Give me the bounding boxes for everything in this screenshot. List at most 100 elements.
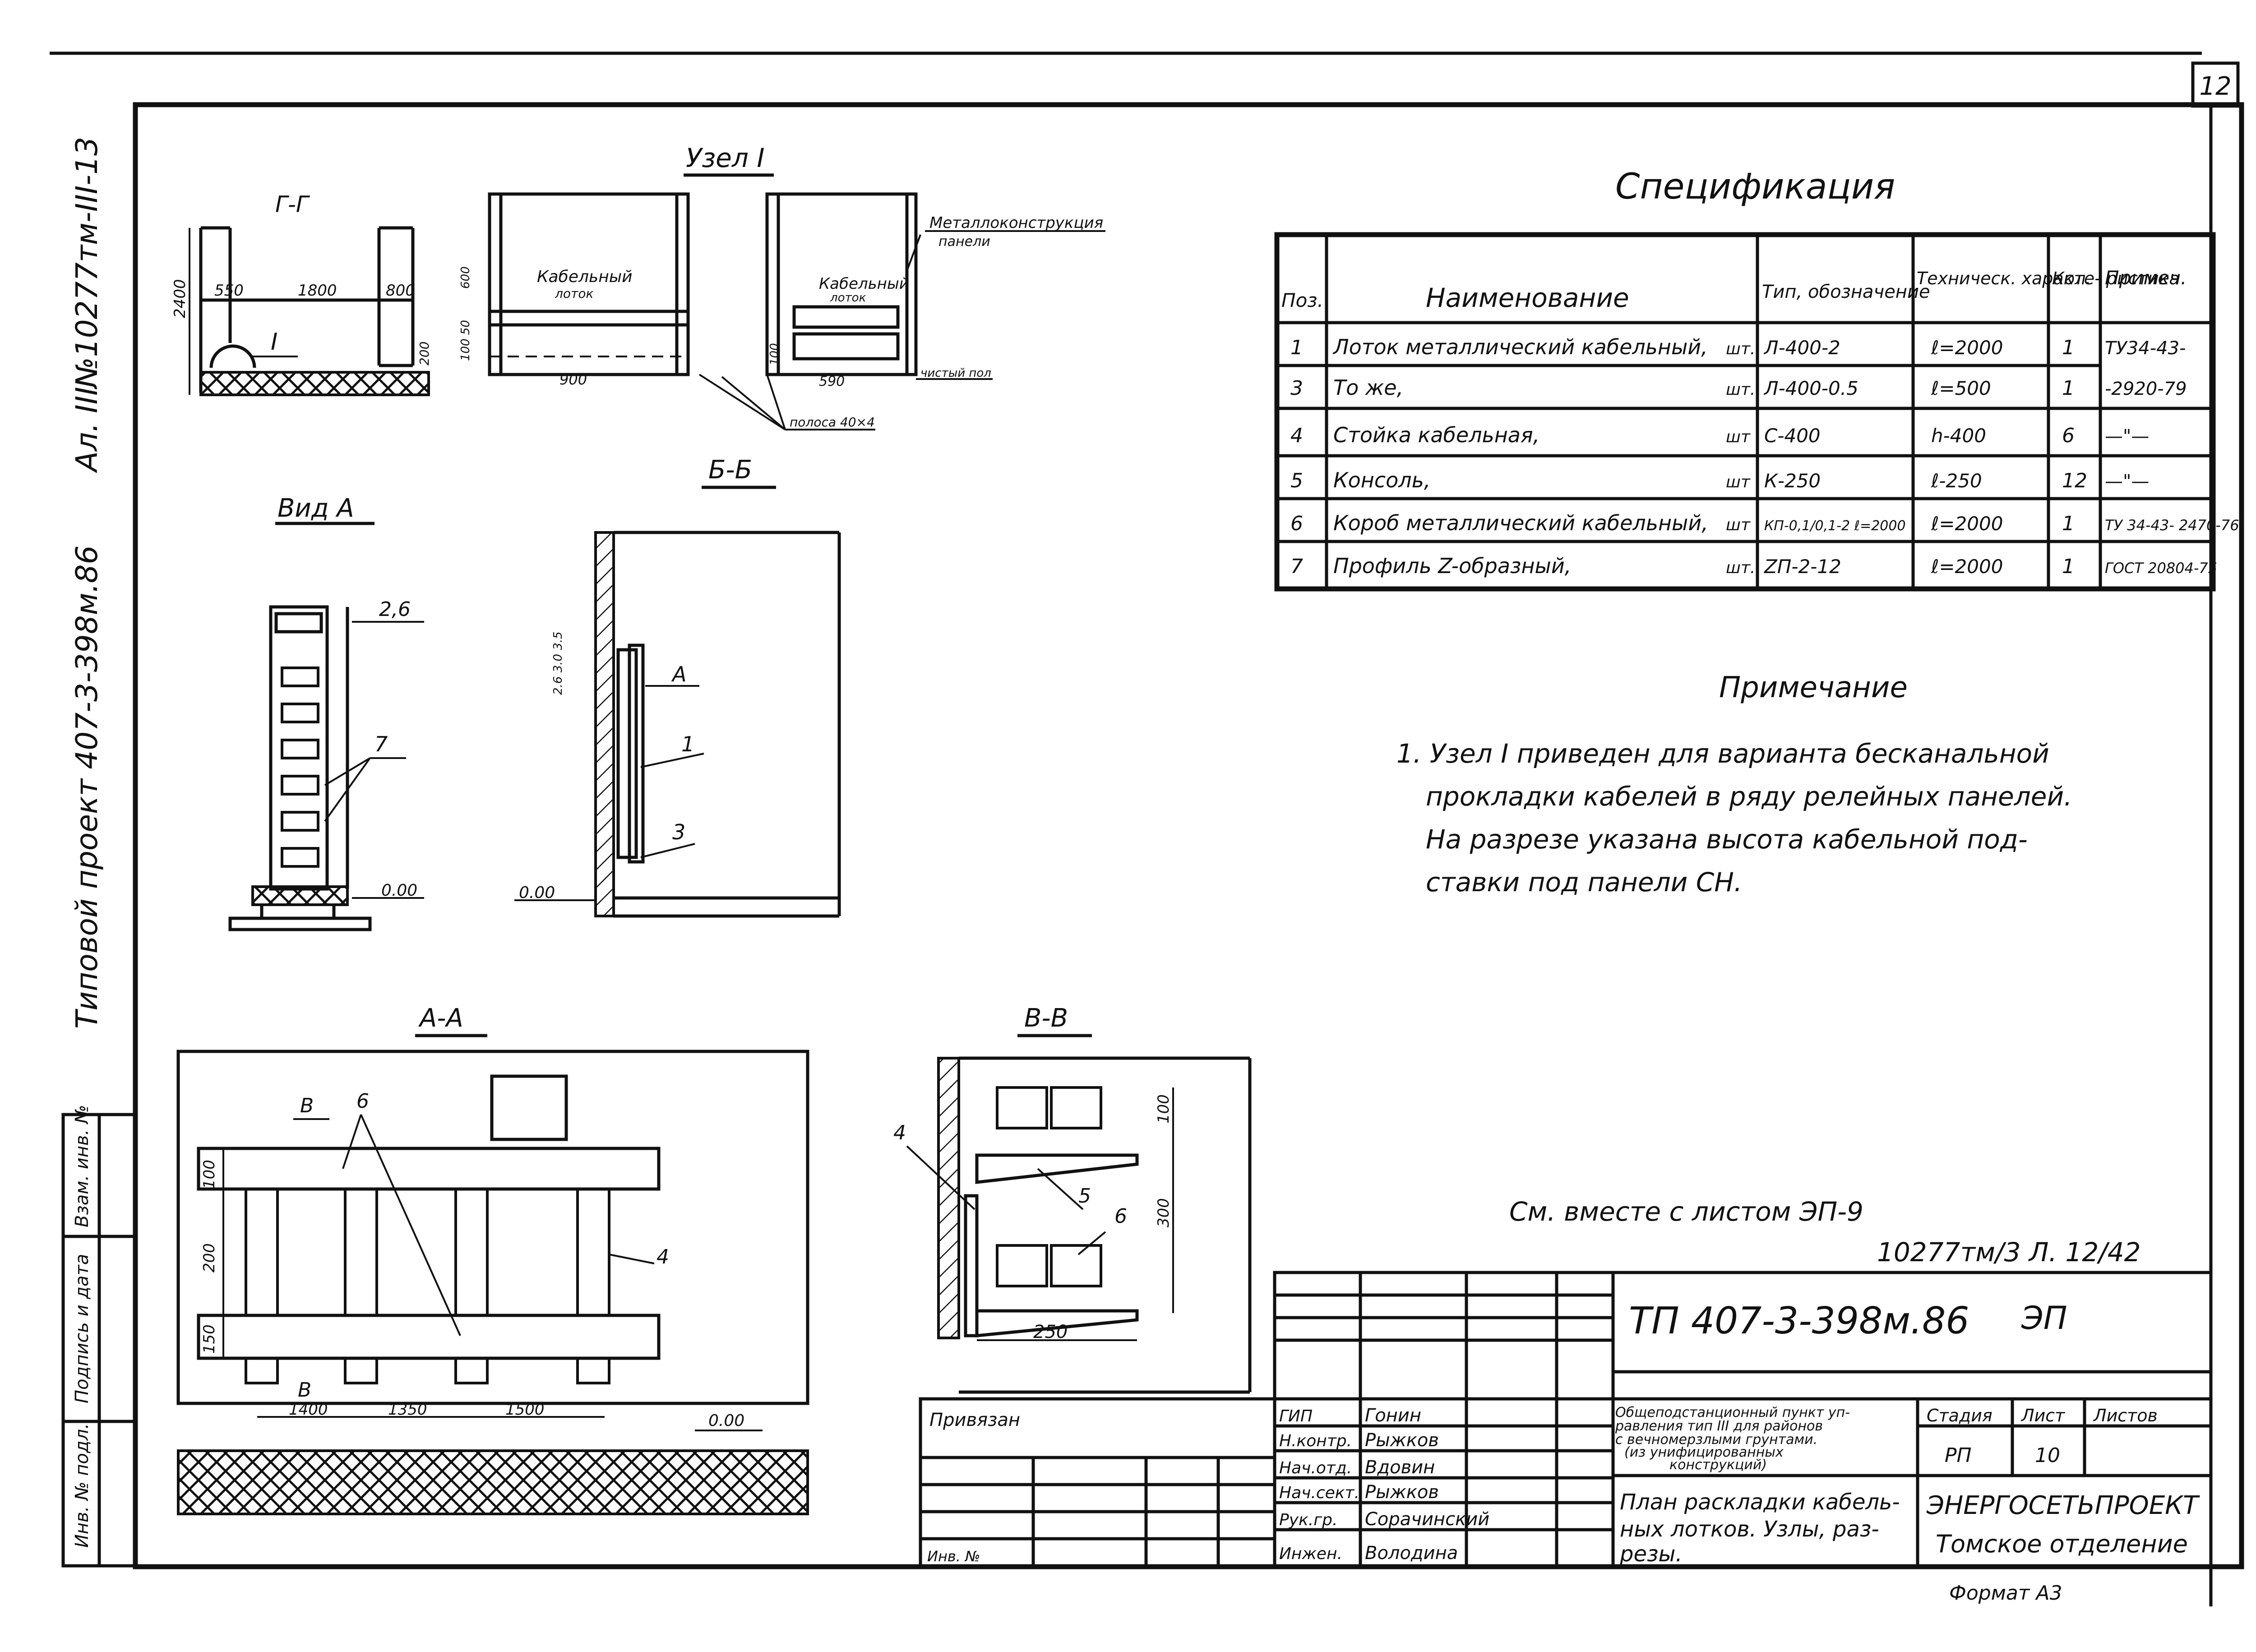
spec-row-qty: 6 — [2062, 424, 2075, 447]
side-project: Типовой проект 407-3-398м.86 — [69, 545, 104, 1029]
node-dim-600: 600 — [459, 266, 472, 289]
tb-role: Инжен. — [1279, 1545, 1342, 1563]
spec-row-note: ТУ 34-43- 2470-76 — [2105, 517, 2239, 534]
vv-label-6: 6 — [1114, 1205, 1127, 1228]
spec-row-qty: 12 — [2062, 469, 2087, 492]
note-line-4: ставки под панели СН. — [1426, 867, 1742, 898]
bb-vert-dims: 2.6 3.0 3.5 — [551, 631, 565, 695]
vid-a-mark7: 7 — [374, 732, 388, 756]
aa-dim-100: 100 — [200, 1160, 218, 1189]
spec-row-unit: шт. — [1726, 340, 1755, 358]
title-block: ТП 407-3-398м.86 ЭП Привязан Инв. № Обще… — [919, 1271, 2213, 1605]
aa-dim-1400: 1400 — [289, 1401, 328, 1419]
spec-row-qty: 1 — [2062, 377, 2075, 400]
tb-code: ТП 407-3-398м.86 — [1629, 1300, 1969, 1342]
node-tray-1: Кабельный — [537, 268, 633, 286]
tb-format: Формат А3 — [1949, 1582, 2062, 1605]
view-vid-a: Вид А 2,6 7 0.00 — [228, 494, 424, 931]
spec-row-char: ℓ=2000 — [1931, 555, 2003, 578]
spec-row-pos: 5 — [1290, 469, 1303, 492]
spec-table: Спецификация Поз. Наименование Тип, обоз… — [1274, 167, 2216, 592]
tb-sheet-label: Лист — [2020, 1406, 2066, 1425]
spec-row-char: ℓ-250 — [1931, 470, 1982, 492]
tb-person: Сорачинский — [1365, 1509, 1489, 1530]
tb-org: ЭНЕРГОСЕТЬПРОЕКТ — [1926, 1491, 2200, 1520]
spec-row-unit: шт — [1726, 473, 1751, 491]
spec-row-name: Консоль, — [1333, 468, 1430, 492]
tb-obj-2: равления тип III для районов — [1615, 1418, 1823, 1434]
vv-dim-100: 100 — [1155, 1094, 1173, 1124]
vv-dim-250: 250 — [1033, 1322, 1068, 1342]
note-line-1: 1. Узел I приведен для варианта бесканал… — [1396, 738, 2049, 769]
see-also: См. вместе с листом ЭП-9 — [1509, 1196, 1863, 1227]
spec-row-char: ℓ=500 — [1931, 377, 1991, 399]
vid-a-dim: 2,6 — [379, 598, 411, 621]
aa-dim-1350: 1350 — [388, 1401, 427, 1419]
spec-h-char: Техническ. характе- ристика — [1917, 268, 2180, 288]
gg-title: Г-Г — [275, 191, 310, 217]
tb-mark: ЭП — [2021, 1300, 2067, 1337]
spec-row-unit: шт. — [1726, 559, 1755, 577]
node-dim-100: 100 — [768, 343, 781, 366]
spec-row-note: -2920-79 — [2105, 379, 2187, 399]
tb-obj-3: с вечномерзлыми грунтами. — [1615, 1432, 1817, 1448]
spec-row-name: Стойка кабельная, — [1333, 423, 1539, 447]
view-vv: В-В 4 5 6 100 300 250 — [893, 1004, 1252, 1394]
tb-person: Гонин — [1365, 1405, 1421, 1426]
spec-row-type: Л-400-2 — [1763, 337, 1840, 359]
bb-label-1: 1 — [681, 732, 694, 756]
spec-row-pos: 7 — [1290, 555, 1303, 578]
tb-person: Рыжков — [1365, 1482, 1439, 1503]
tb-role: Нач.сект. — [1279, 1484, 1359, 1502]
spec-row-note: ГОСТ 20804-75 — [2105, 560, 2217, 577]
tb-role: Рук.гр. — [1279, 1511, 1337, 1529]
tb-inv: Инв. № — [927, 1548, 980, 1565]
spec-h-note: Примеч. — [2105, 267, 2187, 289]
node-tray-2: Кабельный — [819, 275, 909, 293]
aa-title: А-А — [418, 1004, 463, 1033]
side-col-3: Взам. инв. № — [72, 1105, 92, 1227]
vid-a-level: 0.00 — [381, 881, 417, 900]
node-dim-590: 590 — [819, 374, 845, 389]
spec-row-type: ZП-2-12 — [1764, 555, 1841, 578]
node-title: Узел I — [686, 143, 764, 173]
tb-role: Н.контр. — [1279, 1432, 1352, 1450]
node-tray-2b: лоток — [830, 291, 866, 305]
tb-stage: РП — [1945, 1444, 1972, 1467]
spec-row-name: Профиль Z-образный, — [1333, 554, 1571, 578]
tb-draw-2: ных лотков. Узлы, раз- — [1620, 1517, 1879, 1542]
handwritten-ref: 10277тм/3 Л. 12/42 — [1877, 1237, 2141, 1268]
spec-row-pos: 4 — [1290, 424, 1303, 447]
spec-row-type: КП-0,1/0,1-2 ℓ=2000 — [1764, 518, 1906, 534]
spec-h-qty: Кол. — [2052, 268, 2091, 288]
bb-label-3: 3 — [672, 820, 685, 844]
spec-row-qty: 1 — [2062, 336, 2075, 359]
spec-row-qty: 1 — [2062, 512, 2075, 535]
spec-row-qty: 1 — [2062, 555, 2075, 578]
spec-row-pos: 6 — [1290, 512, 1303, 535]
view-gg: Г-Г I 2400 550 1800 800 200 — [171, 191, 432, 396]
aa-b-bottom: В — [298, 1379, 311, 1402]
spec-row-char: h-400 — [1931, 425, 1986, 447]
spec-row-pos: 1 — [1290, 336, 1303, 359]
tb-sheets-label: Листов — [2093, 1406, 2158, 1425]
spec-row-note: —"— — [2105, 426, 2149, 447]
tb-person: Рыжков — [1365, 1430, 1439, 1451]
aa-dim-200: 200 — [200, 1243, 218, 1273]
tb-stage-label: Стадия — [1927, 1406, 1992, 1425]
gg-dim-800: 800 — [386, 282, 415, 300]
spec-row-unit: шт — [1726, 428, 1751, 446]
spec-row-name: То же, — [1333, 375, 1403, 400]
aa-dim-1500: 1500 — [505, 1401, 545, 1419]
note-line-2: прокладки кабелей в ряду релейных панеле… — [1426, 781, 2072, 812]
tb-sheet: 10 — [2035, 1444, 2060, 1467]
spec-row-pos: 3 — [1290, 377, 1303, 400]
spec-row-type: К-250 — [1764, 470, 1821, 492]
spec-h-type: Тип, обозначение — [1762, 282, 1930, 302]
side-col-2: Подпись и дата — [72, 1254, 92, 1403]
vv-dim-300: 300 — [1155, 1198, 1173, 1227]
vv-label-5: 5 — [1078, 1185, 1091, 1208]
tb-draw-1: План раскладки кабель- — [1620, 1490, 1900, 1515]
gg-dim-1800: 1800 — [298, 282, 337, 300]
